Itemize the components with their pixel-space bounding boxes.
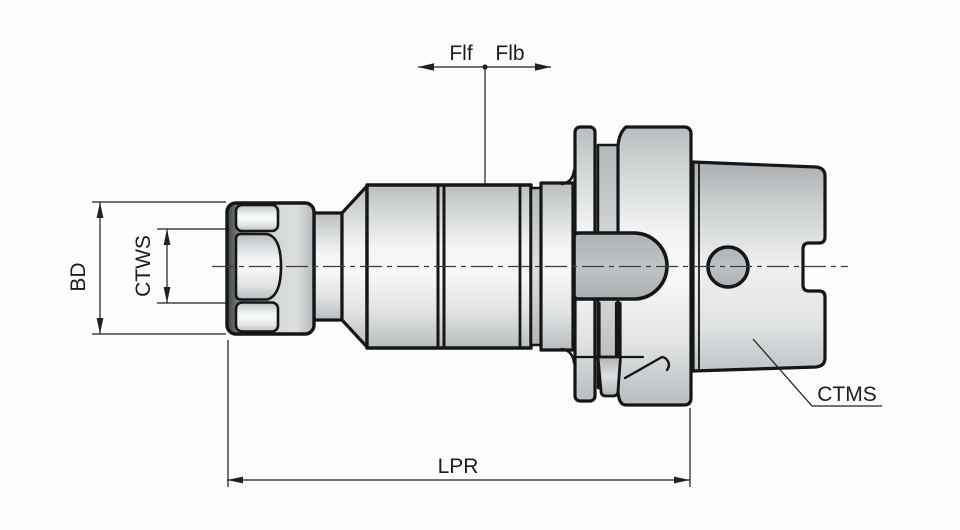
callout-ctms: CTMS xyxy=(752,338,882,407)
dim-label-flb: Flb xyxy=(495,42,524,65)
arrowhead-left xyxy=(227,476,243,484)
dim-origin-dot xyxy=(482,64,488,70)
collet-nut xyxy=(225,201,316,336)
arrowhead-down xyxy=(96,318,104,334)
arrowhead-right xyxy=(674,476,690,484)
dim-label-flf: Flf xyxy=(449,42,472,65)
dimension-flf-flb: Flf Flb xyxy=(418,42,551,184)
dimension-lpr: LPR xyxy=(227,340,691,487)
ctms-leader-line xyxy=(752,338,882,407)
nut-flat-top xyxy=(234,203,280,233)
dim-label-ctws: CTWS xyxy=(132,235,155,297)
dim-label-lpr: LPR xyxy=(438,455,479,478)
arrowhead-down xyxy=(163,287,171,303)
arrowhead-up xyxy=(163,229,171,245)
groove-root-tab xyxy=(596,355,622,398)
arrowhead-left xyxy=(418,63,434,71)
dim-label-ctms: CTMS xyxy=(817,383,877,406)
groove-flank-section-line xyxy=(623,355,670,380)
dimension-ctws: CTWS xyxy=(132,228,226,304)
dim-label-bd: BD xyxy=(67,262,90,291)
arrowhead-right xyxy=(535,63,551,71)
nut-flat-bottom xyxy=(234,301,280,333)
dimension-bd: BD xyxy=(67,201,226,335)
arrowhead-up xyxy=(96,202,104,218)
